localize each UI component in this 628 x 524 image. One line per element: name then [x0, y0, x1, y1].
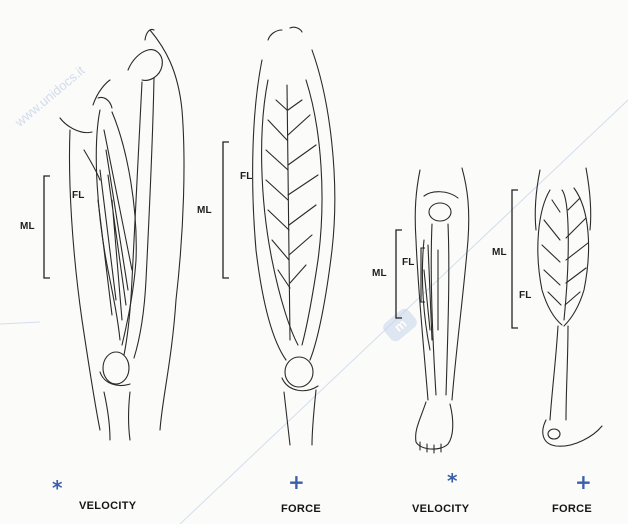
fl-label-leg-velocity: FL [402, 257, 415, 268]
ml-label-leg-velocity: ML [372, 268, 387, 279]
fl-label-leg-force: FL [519, 290, 532, 301]
caption-thigh-force: FORCE [281, 503, 321, 515]
watermark-logo: m [381, 306, 420, 343]
fl-label-thigh-force: FL [240, 171, 253, 182]
ml-label-leg-force: ML [492, 247, 507, 258]
caption-leg-force: FORCE [552, 503, 592, 515]
force-plus-1: + [288, 472, 305, 492]
ml-bracket-3 [396, 230, 402, 318]
thigh-velocity-drawing [60, 29, 184, 440]
caption-thigh-velocity: VELOCITY [79, 500, 136, 512]
velocity-asterisk-1: * [52, 478, 62, 498]
caption-leg-velocity: VELOCITY [412, 503, 469, 515]
velocity-asterisk-2: * [447, 471, 457, 491]
fl-label-thigh-velocity: FL [72, 190, 85, 201]
watermark-lines [0, 100, 628, 524]
leg-velocity-drawing [415, 168, 469, 453]
ml-bracket-2 [223, 142, 229, 278]
thigh-force-drawing [253, 27, 335, 445]
ml-label-thigh-velocity: ML [20, 221, 35, 232]
ml-bracket-1 [44, 176, 50, 278]
force-plus-2: + [575, 472, 592, 492]
ml-bracket-4 [512, 190, 518, 328]
ml-label-thigh-force: ML [197, 205, 212, 216]
leg-force-drawing [535, 168, 602, 446]
